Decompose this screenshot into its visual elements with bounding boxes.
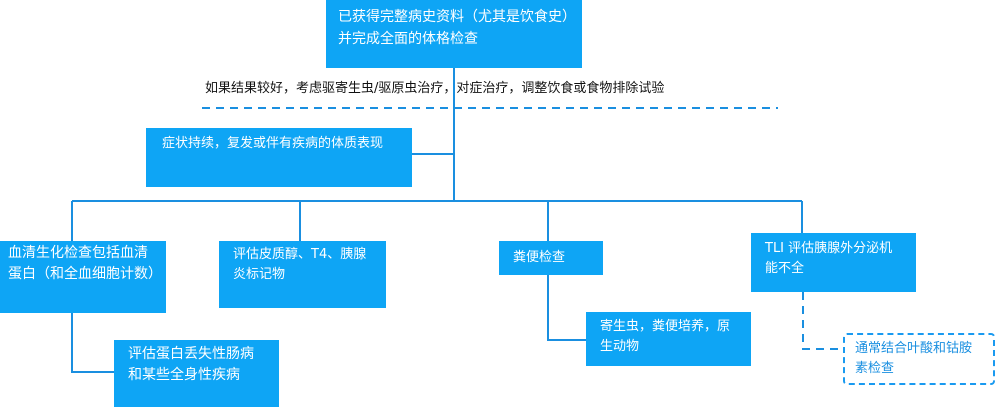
cortisol-t4-node: 评估皮质醇、T4、胰腺炎标记物 — [219, 241, 386, 308]
link-serum-protein — [71, 313, 114, 373]
serum-biochemistry-node: 血清生化检查包括血清蛋白（和全血细胞计数） — [0, 241, 166, 313]
tli-text: TLI 评估胰腺外分泌机能不全 — [765, 241, 893, 276]
history-exam-node: 已获得完整病史资料（尤其是饮食史）并完成全面的体格检查 — [326, 0, 582, 68]
serum-biochemistry-text: 血清生化检查包括血清蛋白（和全血细胞计数） — [8, 245, 162, 282]
treatment-note: 如果结果较好，考虑驱寄生虫/驱原虫治疗，对症治疗，调整饮食或食物排除试验 — [205, 80, 664, 98]
persistent-symptoms-node: 症状持续，复发或伴有疾病的体质表现 — [146, 128, 412, 187]
fecal-exam-node: 粪便检查 — [499, 241, 603, 275]
folate-cobalamin-node: 通常结合叶酸和钴胺素检查 — [843, 333, 995, 385]
fecal-exam-text: 粪便检查 — [513, 250, 566, 265]
parasites-node: 寄生虫，粪便培养，原生动物 — [586, 312, 751, 366]
folate-cobalamin-text: 通常结合叶酸和钴胺素检查 — [855, 341, 973, 376]
link-tli-folate — [802, 292, 843, 350]
protein-loss-node: 评估蛋白丢失性肠病和某些全身性疾病 — [114, 340, 279, 407]
persistent-symptoms-text: 症状持续，复发或伴有疾病的体质表现 — [162, 136, 384, 151]
treatment-note-text: 如果结果较好，考虑驱寄生虫/驱原虫治疗，对症治疗，调整饮食或食物排除试验 — [205, 81, 665, 96]
link-feces-parasites — [547, 275, 586, 341]
tli-node: TLI 评估胰腺外分泌机能不全 — [751, 233, 916, 292]
cortisol-t4-text: 评估皮质醇、T4、胰腺炎标记物 — [233, 247, 367, 282]
parasites-text: 寄生虫，粪便培养，原生动物 — [600, 319, 731, 354]
history-exam-text: 已获得完整病史资料（尤其是饮食史）并完成全面的体格检查 — [338, 9, 569, 47]
protein-loss-text: 评估蛋白丢失性肠病和某些全身性疾病 — [128, 346, 254, 383]
